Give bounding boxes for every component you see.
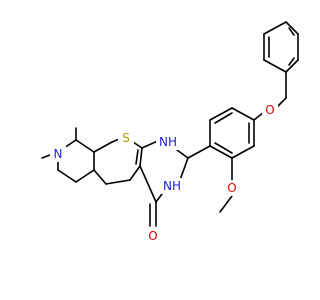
bond [209,107,233,121]
bond-layer [41,21,299,227]
bond [57,169,77,183]
carbonyl-oxygen-label: O [148,229,157,243]
bond [129,165,141,181]
nh-top-label: NH [159,135,177,149]
bond [75,139,95,153]
bond [263,59,287,73]
bond [288,57,295,66]
bond [285,59,299,73]
molecule-diagram: S NH NH N O O O [41,21,299,244]
bond [214,112,233,124]
bond [75,169,95,183]
bond [231,145,255,159]
ring-nitrogen-label: N [54,147,63,161]
bond [187,145,211,159]
bond [209,145,233,159]
bond [214,142,233,154]
benzyloxy-oxygen-label: O [265,103,274,117]
bond [263,21,287,35]
sulfur-atom-label: S [122,131,130,145]
atom-label-layer: S NH NH N O O O [50,102,278,244]
bond [179,157,189,181]
bond [139,165,157,203]
nh-bottom-label: NH [163,179,181,193]
bond [219,195,233,213]
bond [285,21,299,35]
methoxy-oxygen-label: O [227,181,236,195]
bond [288,27,295,36]
molecule-structure: S NH NH N O O O [41,21,299,244]
bond [93,169,107,185]
bond [135,149,139,165]
bond [231,107,255,121]
bond [105,179,131,185]
bond [139,147,143,167]
bond [93,141,113,153]
